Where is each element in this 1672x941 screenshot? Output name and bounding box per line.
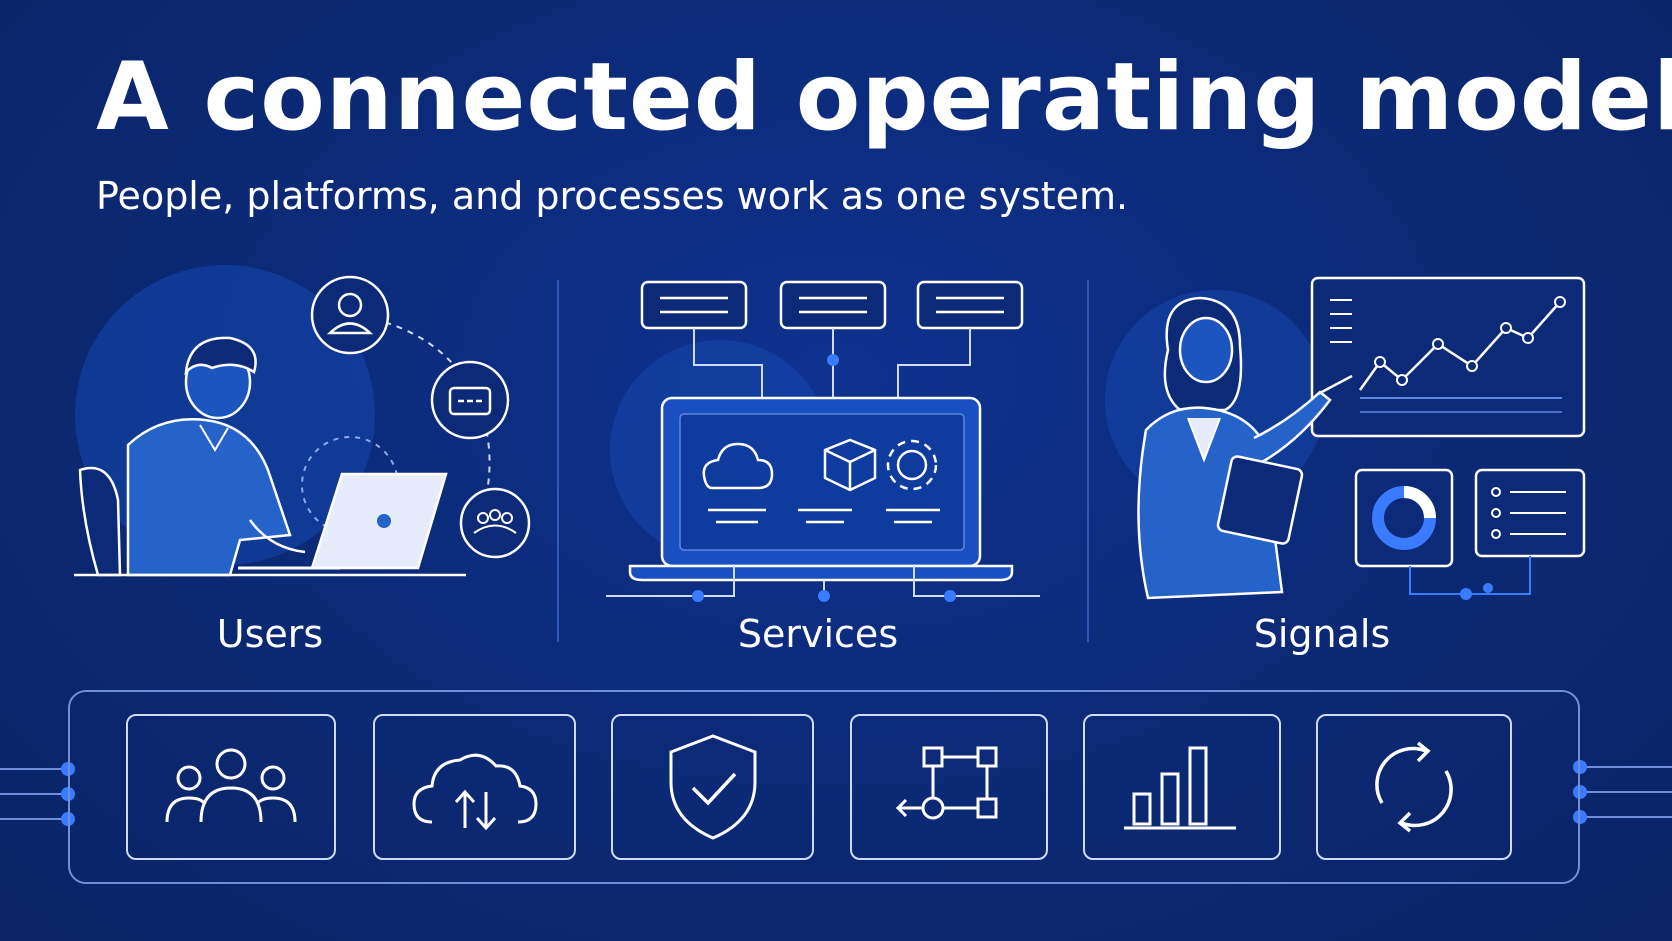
gear-icon [886, 439, 940, 524]
team-icon [459, 487, 531, 559]
capabilities-band [68, 690, 1580, 884]
laptop-icon [238, 472, 448, 570]
users-illustration [74, 265, 531, 577]
service-card-2 [779, 280, 887, 330]
tile-cloud [373, 714, 576, 860]
refresh-cycle-icon [1375, 741, 1453, 833]
column-divider-2 [1087, 280, 1089, 642]
tile-security [611, 714, 814, 860]
bar-chart-icon [1124, 746, 1236, 830]
signals-person [1137, 296, 1353, 600]
user-person-body [126, 418, 292, 577]
services-laptop [628, 396, 1014, 582]
page-title: A connected operating model [96, 43, 1672, 152]
column-label-signals: Signals [1253, 612, 1391, 656]
dashboard-panel [1310, 276, 1586, 438]
tablet-icon [1216, 455, 1304, 545]
services-illustration [606, 280, 1040, 602]
people-group-icon [165, 748, 297, 823]
cube-icon [798, 438, 877, 524]
tile-analytics [1083, 714, 1281, 860]
column-divider-1 [557, 280, 559, 642]
donut-chart-card [1354, 468, 1454, 568]
column-label-services: Services [737, 612, 899, 656]
cloud-icon [702, 442, 774, 524]
workflow-icon [895, 746, 998, 820]
shield-check-icon [669, 734, 756, 840]
cloud-sync-icon [411, 753, 538, 831]
tile-people [126, 714, 336, 860]
user-profile-icon [310, 275, 390, 355]
page-subtitle: People, platforms, and processes work as… [96, 174, 1129, 218]
signals-illustration [1105, 276, 1586, 600]
tile-cycle [1316, 714, 1512, 860]
column-label-users: Users [216, 612, 324, 656]
chat-bubble-icon [430, 360, 510, 440]
tile-workflow [850, 714, 1048, 860]
